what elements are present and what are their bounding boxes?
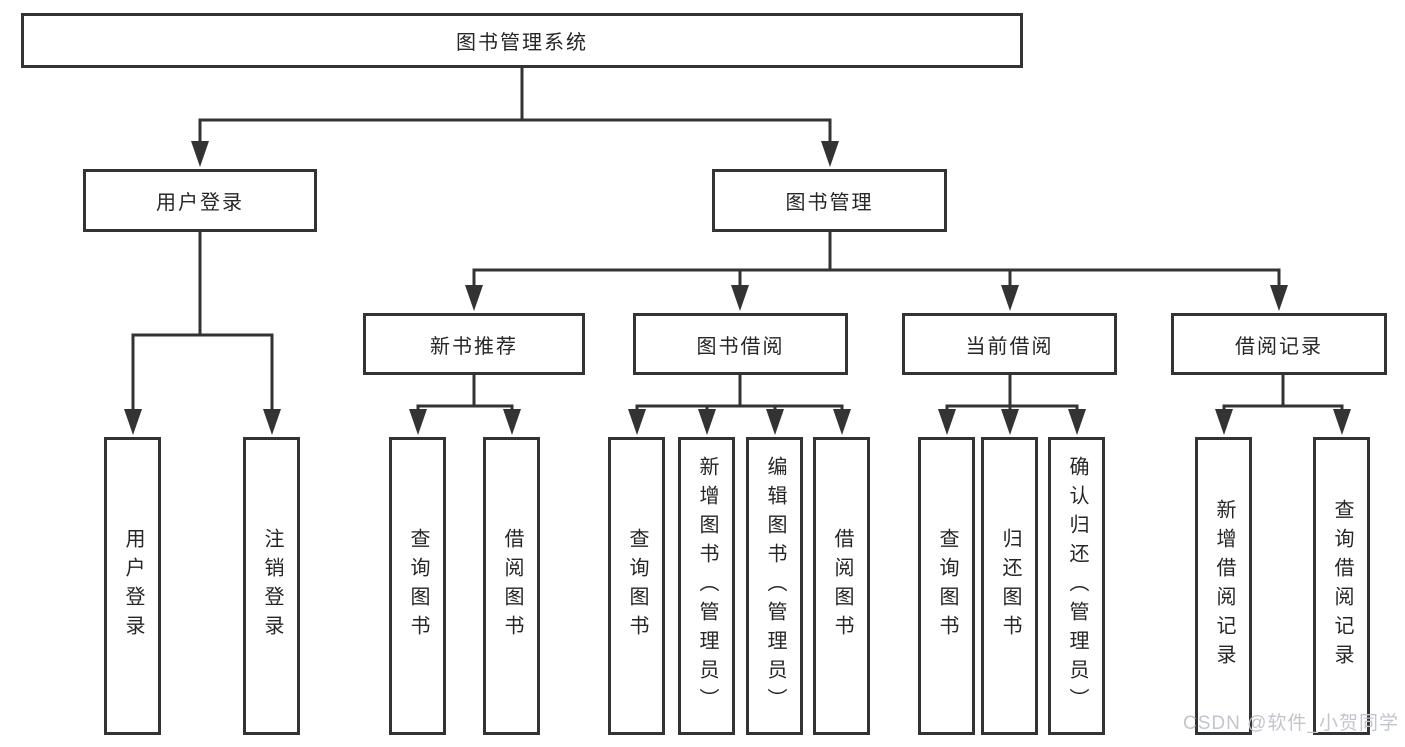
- node-label: 查询图书: [936, 528, 958, 644]
- node-label: 借阅图书: [501, 528, 523, 644]
- node-user-login: 用户登录: [83, 169, 317, 232]
- node-label: 借阅图书: [831, 528, 853, 644]
- node-label: 新增借阅记录: [1213, 499, 1235, 673]
- node-label: 图书借阅: [696, 335, 785, 358]
- node-label: 新书推荐: [430, 335, 518, 358]
- node-label: 归还图书: [999, 528, 1021, 644]
- leaf-query-book-recommend: 查询图书: [389, 437, 446, 735]
- node-label: 确认归还（管理员）: [1066, 455, 1088, 717]
- node-current-borrow: 当前借阅: [902, 313, 1117, 375]
- leaf-add-borrow-record: 新增借阅记录: [1195, 437, 1252, 735]
- leaf-edit-book-admin: 编辑图书（管理员）: [746, 437, 803, 735]
- leaf-query-borrow-record: 查询借阅记录: [1313, 437, 1370, 735]
- node-label: 当前借阅: [965, 335, 1054, 358]
- leaf-borrow-book-recommend: 借阅图书: [483, 437, 540, 735]
- node-label: 用户登录: [122, 528, 144, 644]
- node-new-book-recommend: 新书推荐: [363, 313, 585, 375]
- node-label: 图书管理: [785, 192, 874, 214]
- node-label: 注销登录: [261, 528, 283, 644]
- node-book-management: 图书管理: [712, 169, 947, 232]
- node-borrow-records: 借阅记录: [1171, 313, 1387, 375]
- node-label: 编辑图书（管理员）: [764, 455, 786, 717]
- leaf-confirm-return-admin: 确认归还（管理员）: [1048, 437, 1105, 735]
- leaf-borrow-book: 借阅图书: [813, 437, 870, 735]
- leaf-user-login: 用户登录: [104, 437, 161, 735]
- leaf-logout: 注销登录: [243, 437, 300, 735]
- leaf-query-book-borrow: 查询图书: [608, 437, 665, 735]
- watermark: CSDN @软件_小贺同学: [1183, 713, 1399, 734]
- arrowheads: [124, 141, 1351, 435]
- leaf-add-book-admin: 新增图书（管理员）: [678, 437, 735, 735]
- node-label: 新增图书（管理员）: [696, 455, 718, 717]
- node-label: 查询图书: [407, 528, 429, 644]
- leaf-return-book: 归还图书: [981, 437, 1038, 735]
- node-book-borrow: 图书借阅: [633, 313, 848, 375]
- node-label: 用户登录: [156, 192, 244, 214]
- node-label: 查询借阅记录: [1331, 499, 1353, 673]
- node-root: 图书管理系统: [21, 13, 1023, 68]
- leaf-query-book-current: 查询图书: [918, 437, 975, 735]
- node-label: 借阅记录: [1235, 335, 1323, 358]
- node-label: 图书管理系统: [456, 32, 588, 54]
- node-label: 查询图书: [626, 528, 648, 644]
